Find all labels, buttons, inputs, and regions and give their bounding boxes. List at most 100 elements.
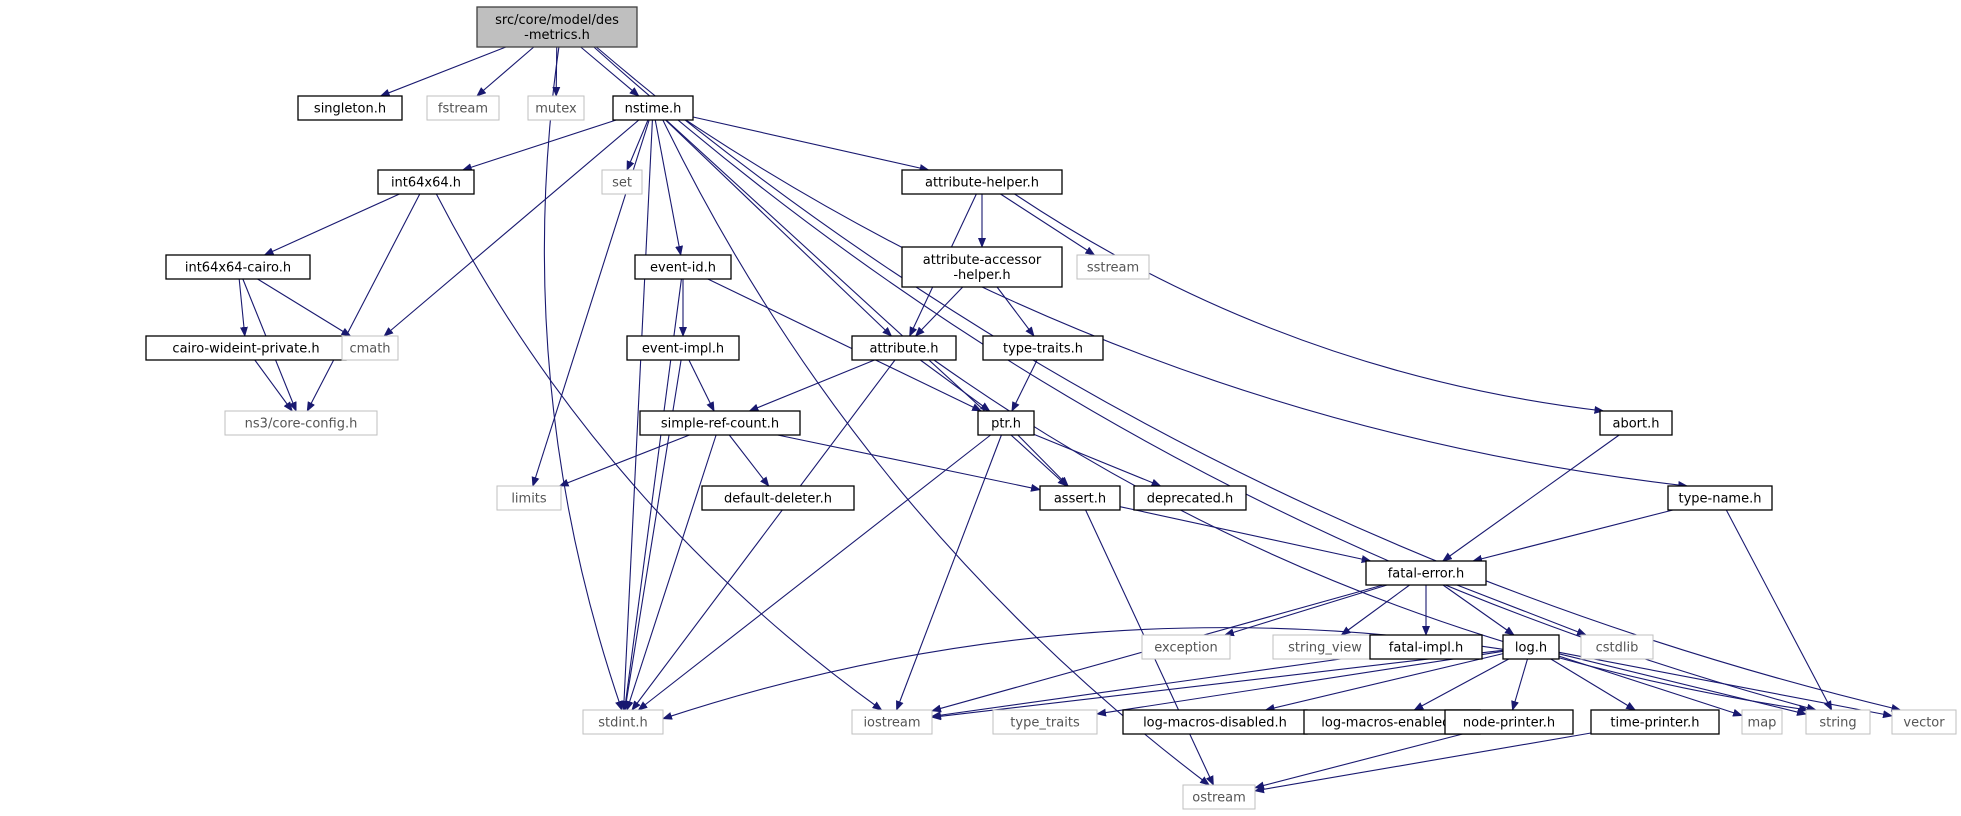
node-label-ostream: ostream — [1192, 791, 1246, 806]
node-cairo-wideint-private[interactable]: cairo-wideint-private.h — [145, 335, 347, 361]
edge-simple-ref-count-to-assert — [777, 434, 1041, 492]
node-fatal-impl[interactable]: fatal-impl.h — [1369, 634, 1483, 660]
edge-int64x64-to-ns3-core-config — [306, 193, 421, 412]
node-box-type-name — [1667, 485, 1773, 511]
node-label-fatal-impl: fatal-impl.h — [1389, 641, 1463, 656]
node-box-set — [601, 169, 643, 195]
node-label-des-metrics: -metrics.h — [524, 28, 590, 43]
edge-ptr-to-iostream — [896, 434, 1002, 711]
node-des-metrics[interactable]: src/core/model/des-metrics.h — [476, 6, 638, 48]
edge-log-to-log-macros-enabled — [1413, 658, 1510, 711]
node-attribute[interactable]: attribute.h — [851, 335, 957, 361]
edge-attribute-accessor-helper-to-type-traits-h — [996, 286, 1035, 337]
node-label-int64x64-cairo: int64x64-cairo.h — [185, 261, 291, 276]
node-fatal-error[interactable]: fatal-error.h — [1365, 560, 1487, 586]
edge-fatal-error-to-string_view — [1340, 584, 1410, 636]
edge-int64x64-cairo-to-cmath — [257, 278, 352, 337]
node-box-nstime — [612, 95, 694, 121]
node-event-id[interactable]: event-id.h — [634, 254, 732, 280]
edge-type-traits-h-to-ptr — [1011, 359, 1038, 412]
node-label-iostream: iostream — [863, 716, 920, 731]
node-box-sstream — [1076, 254, 1150, 280]
edge-des-metrics-to-fstream — [476, 46, 535, 97]
node-log-macros-disabled[interactable]: log-macros-disabled.h — [1122, 709, 1308, 735]
node-deprecated[interactable]: deprecated.h — [1133, 485, 1247, 511]
node-exception: exception — [1141, 634, 1231, 660]
node-label-default-deleter: default-deleter.h — [724, 492, 832, 507]
node-abort[interactable]: abort.h — [1599, 410, 1673, 436]
node-nstime[interactable]: nstime.h — [612, 95, 694, 121]
node-map: map — [1741, 709, 1783, 735]
edge-des-metrics-to-string — [593, 46, 1817, 712]
edge-time-printer-to-ostream — [1254, 732, 1592, 794]
node-box-map — [1741, 709, 1783, 735]
edge-fatal-error-to-log — [1442, 584, 1515, 636]
node-event-impl[interactable]: event-impl.h — [626, 335, 740, 361]
node-mutex: mutex — [527, 95, 585, 121]
node-label-event-impl: event-impl.h — [642, 342, 724, 357]
edge-nstime-to-cmath — [383, 119, 640, 337]
node-label-int64x64: int64x64.h — [391, 176, 461, 191]
node-box-type-traits-h — [982, 335, 1104, 361]
node-box-event-impl — [626, 335, 740, 361]
node-box-fstream — [426, 95, 500, 121]
node-simple-ref-count[interactable]: simple-ref-count.h — [639, 410, 801, 436]
node-label-node-printer: node-printer.h — [1463, 716, 1555, 731]
node-box-default-deleter — [701, 485, 855, 511]
edge-type-name-to-string — [1725, 509, 1833, 711]
node-label-simple-ref-count: simple-ref-count.h — [661, 417, 779, 432]
node-type-traits-h[interactable]: type-traits.h — [982, 335, 1104, 361]
node-int64x64[interactable]: int64x64.h — [377, 169, 475, 195]
edge-type-name-to-fatal-error — [1472, 509, 1674, 563]
node-ptr[interactable]: ptr.h — [977, 410, 1035, 436]
node-assert[interactable]: assert.h — [1039, 485, 1121, 511]
edge-attribute-to-stdint — [631, 359, 896, 711]
edge-attribute-to-ptr — [919, 359, 991, 412]
node-type-name[interactable]: type-name.h — [1667, 485, 1773, 511]
edge-log-to-node-printer — [1511, 658, 1529, 711]
node-label-cstdlib: cstdlib — [1596, 641, 1639, 656]
edge-simple-ref-count-to-stdint — [625, 434, 717, 711]
node-int64x64-cairo[interactable]: int64x64-cairo.h — [165, 254, 311, 280]
node-box-int64x64 — [377, 169, 475, 195]
node-box-ostream — [1182, 784, 1256, 810]
node-label-fatal-error: fatal-error.h — [1388, 567, 1465, 582]
node-label-log: log.h — [1515, 641, 1547, 656]
node-singleton[interactable]: singleton.h — [297, 95, 403, 121]
node-attribute-helper[interactable]: attribute-helper.h — [901, 169, 1063, 195]
node-node-printer[interactable]: node-printer.h — [1444, 709, 1574, 735]
edge-nstime-to-attribute — [665, 119, 893, 337]
node-log[interactable]: log.h — [1502, 634, 1560, 660]
edge-event-impl-to-simple-ref-count — [688, 359, 715, 412]
node-box-type_traits — [992, 709, 1098, 735]
node-box-assert — [1039, 485, 1121, 511]
edge-simple-ref-count-to-limits — [558, 434, 690, 487]
edge-ptr-to-assert — [1017, 434, 1069, 487]
edge-node-printer-to-ostream — [1254, 733, 1463, 790]
node-label-attribute-accessor-helper: attribute-accessor — [923, 253, 1042, 268]
node-label-log-macros-enabled: log-macros-enabled.h — [1321, 716, 1462, 731]
node-label-attribute-accessor-helper: -helper.h — [953, 268, 1010, 283]
node-box-exception — [1141, 634, 1231, 660]
edge-int64x64-cairo-to-cairo-wideint-private — [238, 278, 248, 337]
node-box-cmath — [341, 335, 399, 361]
edge-ptr-to-deprecated — [1033, 433, 1162, 487]
node-label-cmath: cmath — [349, 342, 390, 357]
edge-abort-to-fatal-error — [1441, 434, 1620, 562]
node-box-attribute-accessor-helper — [901, 246, 1063, 288]
node-box-vector — [1891, 709, 1957, 735]
node-box-simple-ref-count — [639, 410, 801, 436]
node-label-event-id: event-id.h — [650, 261, 716, 276]
edge-nstime-to-attribute-helper — [692, 116, 930, 172]
node-string_view: string_view — [1272, 634, 1378, 660]
node-attribute-accessor-helper[interactable]: attribute-accessor-helper.h — [901, 246, 1063, 288]
node-box-iostream — [851, 709, 933, 735]
edge-attribute-helper-to-abort — [1014, 193, 1605, 414]
node-box-string — [1805, 709, 1871, 735]
node-stdint: stdint.h — [582, 709, 664, 735]
edge-des-metrics-to-mutex — [552, 46, 561, 97]
node-default-deleter[interactable]: default-deleter.h — [701, 485, 855, 511]
node-time-printer[interactable]: time-printer.h — [1590, 709, 1720, 735]
edge-int64x64-to-iostream — [435, 193, 883, 711]
